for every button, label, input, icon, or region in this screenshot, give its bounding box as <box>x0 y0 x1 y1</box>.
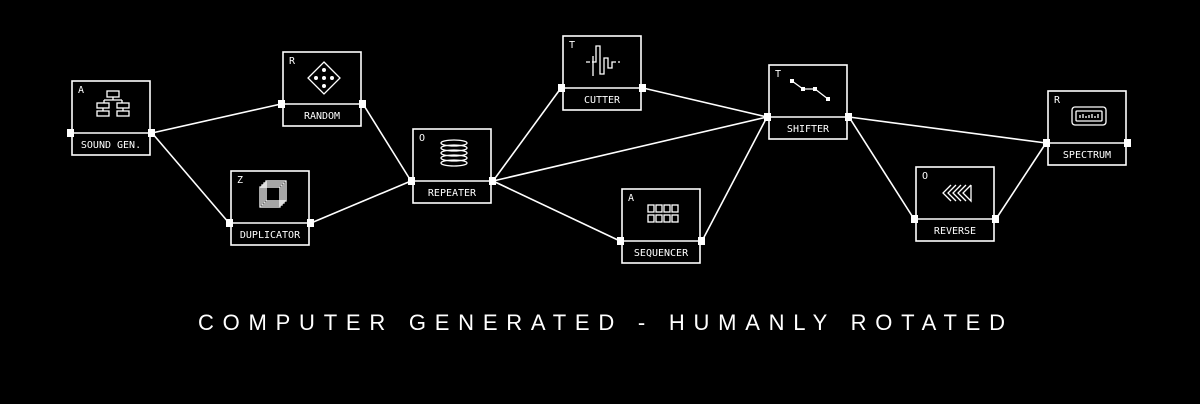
edge-shifter-to-reverse <box>848 116 915 220</box>
dice-icon <box>307 61 341 95</box>
hierarchy-icon <box>96 90 130 117</box>
edge-repeater-to-shifter <box>492 116 768 182</box>
stacked-squares-icon <box>259 180 287 208</box>
node-box <box>915 166 995 242</box>
output-port[interactable] <box>307 219 314 227</box>
node-reverse[interactable]: O REVERSE <box>911 166 999 242</box>
spectrum-display-icon <box>1071 106 1107 126</box>
node-box <box>621 188 701 264</box>
node-duplicator[interactable]: Z DUPLICATOR <box>226 170 314 246</box>
output-port[interactable] <box>845 113 852 121</box>
curve-points-icon <box>790 79 830 101</box>
edge-shifter-to-spectrum <box>848 116 1047 144</box>
input-port[interactable] <box>1043 139 1050 147</box>
node-label: REVERSE <box>934 226 976 237</box>
node-label: REPEATER <box>428 188 477 199</box>
node-sequencer[interactable]: A SEQUENCER <box>617 188 705 264</box>
node-tag: T <box>569 40 575 51</box>
input-port[interactable] <box>226 219 233 227</box>
node-tag: A <box>628 193 634 204</box>
node-box <box>1047 90 1127 166</box>
edge-cutter-to-shifter <box>642 87 768 118</box>
node-sound-gen[interactable]: A SOUND GEN. <box>67 80 155 156</box>
output-port[interactable] <box>698 237 705 245</box>
edge-duplicator-to-repeater <box>310 180 412 224</box>
nodes: A SOUND GEN. R RANDOM Z DUPLICATOR O REPEATER T C… <box>67 35 1131 264</box>
input-port[interactable] <box>408 177 415 185</box>
output-port[interactable] <box>992 215 999 223</box>
edge-repeater-to-cutter <box>492 87 562 182</box>
node-label: CUTTER <box>584 95 621 106</box>
node-tag: R <box>289 56 296 67</box>
edge-sound-gen-to-random <box>151 103 282 134</box>
node-cutter[interactable]: T CUTTER <box>558 35 646 111</box>
node-repeater[interactable]: O REPEATER <box>408 128 496 204</box>
edge-random-to-repeater <box>362 103 412 182</box>
edge-sound-gen-to-duplicator <box>151 132 230 224</box>
rewind-arrows-icon <box>942 184 972 203</box>
output-port[interactable] <box>148 129 155 137</box>
node-tag: Z <box>237 175 243 186</box>
input-port[interactable] <box>911 215 918 223</box>
input-port[interactable] <box>67 129 74 137</box>
node-tag: O <box>922 171 928 182</box>
edge-repeater-to-sequencer <box>492 180 621 242</box>
edge-sequencer-to-shifter <box>701 116 768 242</box>
output-port[interactable] <box>359 100 366 108</box>
input-port[interactable] <box>558 84 565 92</box>
edges <box>151 87 1047 242</box>
node-shifter[interactable]: T SHIFTER <box>764 64 852 140</box>
square-wave-icon <box>586 45 620 76</box>
node-label: SHIFTER <box>787 124 830 135</box>
input-port[interactable] <box>617 237 624 245</box>
node-random[interactable]: R RANDOM <box>278 51 366 127</box>
node-tag: A <box>78 85 84 96</box>
node-label: DUPLICATOR <box>240 230 301 241</box>
grid-pads-icon <box>647 204 679 223</box>
node-label: SPECTRUM <box>1063 150 1111 161</box>
node-label: SEQUENCER <box>634 248 689 259</box>
edge-reverse-to-spectrum <box>995 142 1047 220</box>
output-port[interactable] <box>489 177 496 185</box>
output-port[interactable] <box>639 84 646 92</box>
node-spectrum[interactable]: R SPECTRUM <box>1043 90 1131 166</box>
coil-icon <box>440 139 468 167</box>
output-port[interactable] <box>1124 139 1131 147</box>
node-tag: O <box>419 133 425 144</box>
node-label: SOUND GEN. <box>81 140 141 151</box>
node-tag: T <box>775 69 781 80</box>
node-box <box>768 64 848 140</box>
node-tag: R <box>1054 95 1061 106</box>
node-label: RANDOM <box>304 111 340 122</box>
node-box <box>71 80 151 156</box>
node-box <box>562 35 642 111</box>
input-port[interactable] <box>764 113 771 121</box>
input-port[interactable] <box>278 100 285 108</box>
